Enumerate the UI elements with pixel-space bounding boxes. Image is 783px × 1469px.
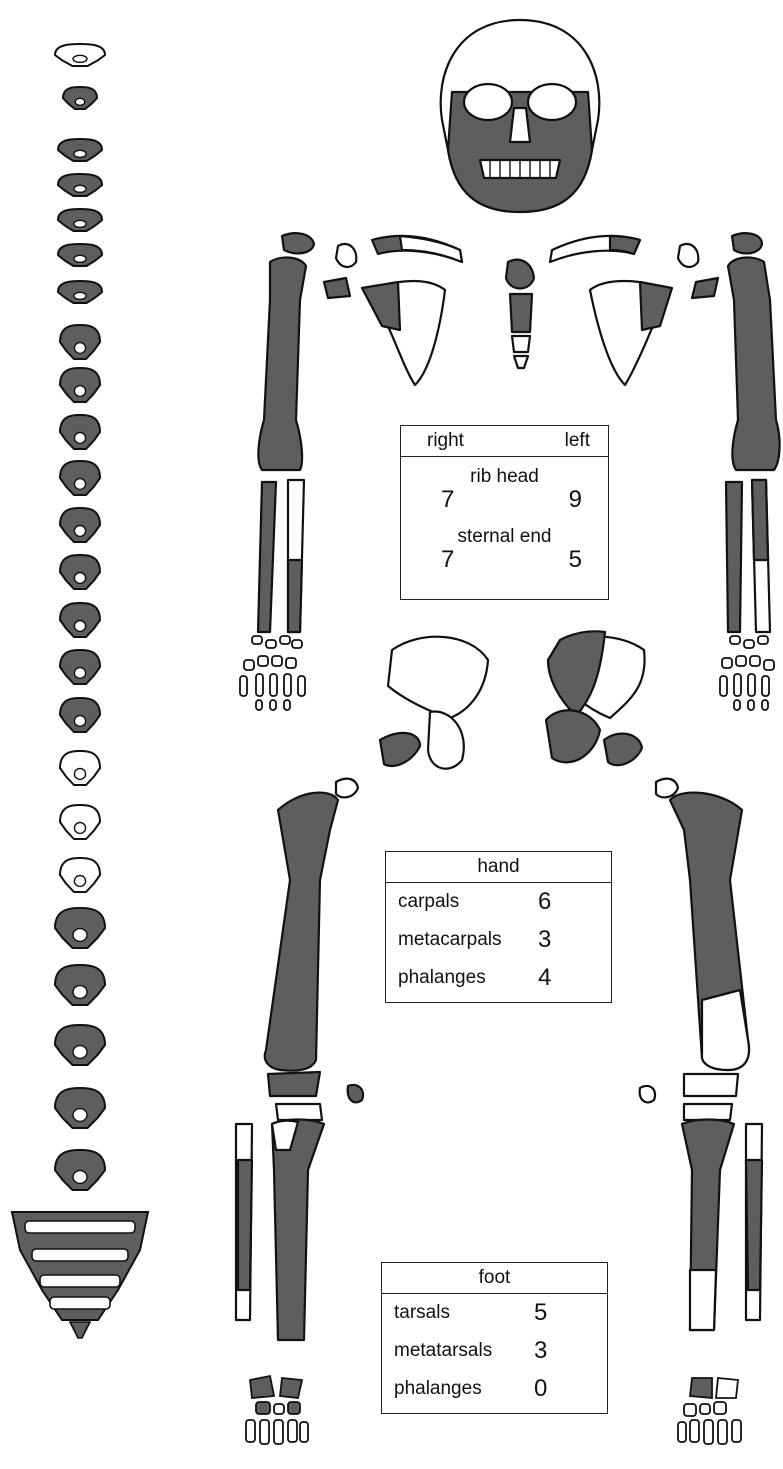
vertebral-foramen (74, 220, 86, 227)
sternal-end-values: 7 5 (401, 547, 608, 573)
coccyx (70, 1322, 90, 1338)
foot-row-value: 3 (534, 1337, 547, 1365)
right-hand (240, 636, 305, 710)
table-row: metacarpals 3 (386, 921, 611, 959)
hand-table-title: hand (386, 852, 611, 883)
sacral-segment (40, 1275, 120, 1287)
right-humerus (258, 257, 306, 470)
vertebral-foramen (73, 1171, 87, 1184)
vertebral-foramen (73, 55, 87, 62)
vertebral-foramen (73, 1046, 87, 1059)
foot-row-label: tarsals (394, 1302, 534, 1324)
sternum (506, 260, 534, 368)
vertebral-column (12, 44, 148, 1338)
foot-row-value: 5 (534, 1299, 547, 1327)
rib-table-header: right left (401, 426, 608, 457)
rib-head-values: 7 9 (401, 487, 608, 513)
hand-row-value: 6 (538, 888, 551, 916)
hand-row-value: 3 (538, 926, 551, 954)
vertebral-foramen (74, 668, 85, 679)
rib-count-table: right left rib head 7 9 sternal end 7 5 (400, 425, 609, 600)
foot-table-title: foot (382, 1263, 607, 1294)
hand-row-value: 4 (538, 964, 551, 992)
sternal-end-right: 7 (441, 547, 454, 573)
vertebral-foramen (74, 573, 85, 584)
right-femur (265, 793, 338, 1071)
sacral-segment (50, 1297, 110, 1309)
vertebral-foramen (74, 386, 85, 397)
rib-head-label: rib head (401, 467, 608, 487)
right-tibia (272, 1120, 324, 1341)
vertebral-foramen (74, 716, 85, 727)
sternal-end-label: sternal end (401, 527, 608, 547)
vertebral-foramen (74, 150, 86, 157)
left-foot (678, 1378, 741, 1444)
vertebral-foramen (74, 255, 86, 262)
hand-table: hand carpals 6 metacarpals 3 phalanges 4 (385, 851, 612, 1003)
vertebral-foramen (74, 185, 86, 192)
skull (441, 20, 600, 212)
left-hand (720, 636, 774, 710)
vertebral-foramen (74, 621, 85, 632)
table-row: phalanges 0 (382, 1370, 607, 1408)
foot-row-label: metatarsals (394, 1340, 534, 1362)
vertebral-foramen (74, 876, 85, 887)
left-humerus (728, 257, 780, 470)
vertebral-foramen (73, 986, 87, 999)
hand-row-label: metacarpals (398, 929, 538, 951)
vertebral-foramen (74, 823, 85, 834)
foot-row-label: phalanges (394, 1378, 534, 1400)
vertebral-foramen (74, 479, 85, 490)
rib-head-right: 7 (441, 487, 454, 513)
table-row: phalanges 4 (386, 959, 611, 997)
right-ilium (388, 637, 488, 718)
sacral-segment (32, 1249, 128, 1261)
rib-head-left: 9 (569, 487, 582, 513)
rib-col-left: left (565, 426, 590, 456)
vertebral-foramen (73, 929, 87, 942)
vertebral-foramen (73, 1109, 87, 1122)
vertebral-foramen (74, 433, 85, 444)
hand-row-label: carpals (398, 891, 538, 913)
sternal-end-left: 5 (569, 547, 582, 573)
vertebral-foramen (74, 343, 85, 354)
vertebral-foramen (75, 98, 85, 105)
table-row: carpals 6 (386, 883, 611, 921)
vertebral-foramen (74, 292, 86, 299)
table-row: tarsals 5 (382, 1294, 607, 1332)
rib-col-right: right (427, 426, 464, 456)
right-foot (246, 1376, 308, 1444)
foot-row-value: 0 (534, 1375, 547, 1403)
vertebral-foramen (74, 769, 85, 780)
table-row: metatarsals 3 (382, 1332, 607, 1370)
vertebral-foramen (74, 526, 85, 537)
foot-table: foot tarsals 5 metatarsals 3 phalanges 0 (381, 1262, 608, 1414)
sacral-segment (25, 1221, 135, 1233)
hand-row-label: phalanges (398, 967, 538, 989)
